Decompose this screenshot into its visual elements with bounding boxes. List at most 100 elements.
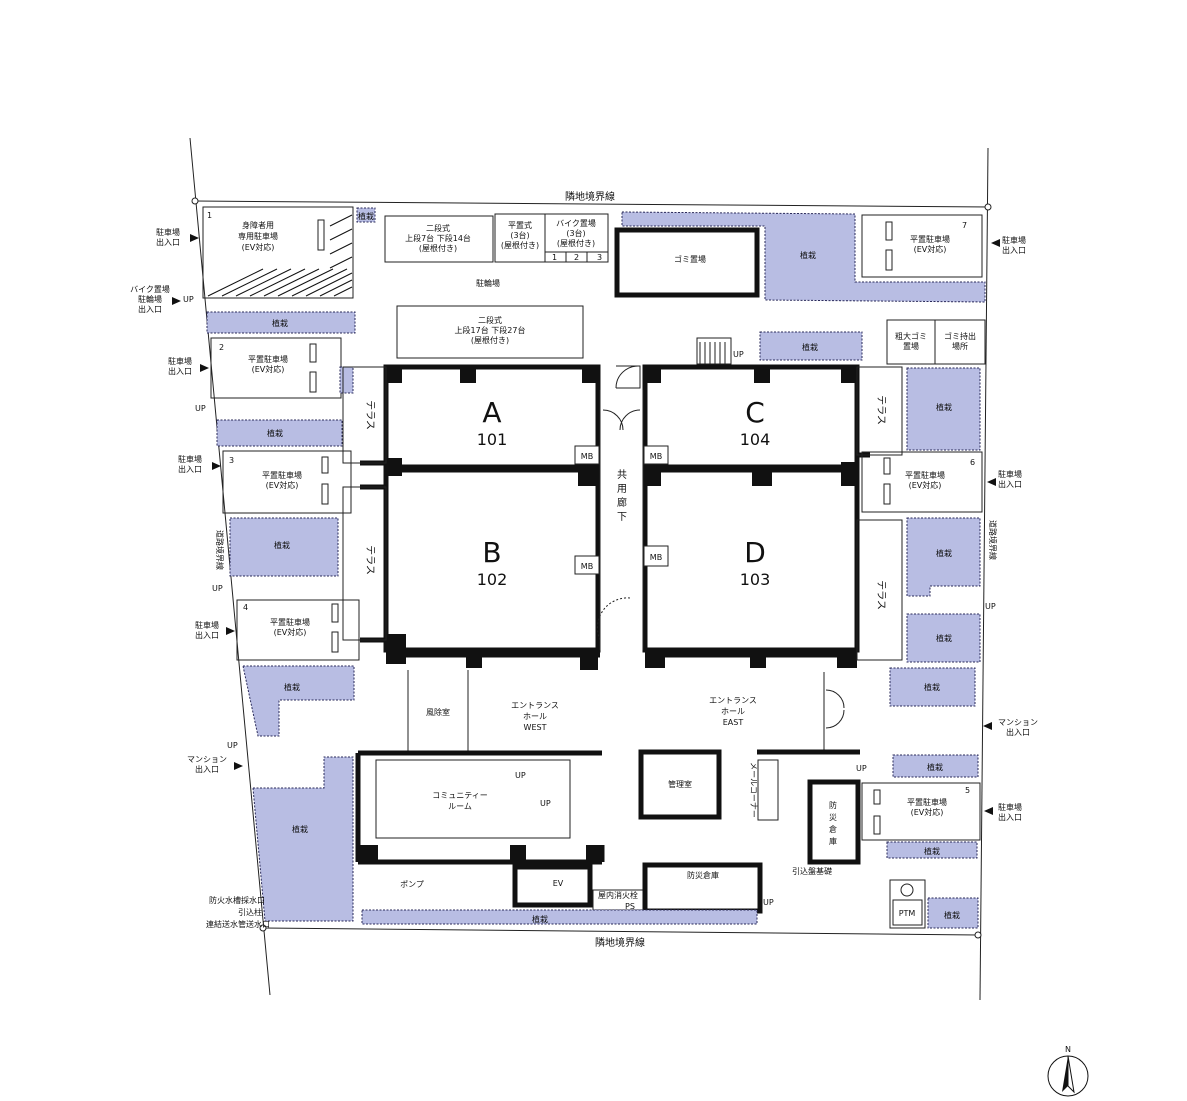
bicycle-label: 駐輪場 bbox=[476, 278, 500, 288]
left-entrances: 駐車場出入口 バイク置場駐輪場出入口 駐車場出入口 駐車場出入口 駐車場出入口 … bbox=[130, 227, 243, 774]
svg-text:植栽: 植栽 bbox=[800, 250, 816, 260]
svg-text:テラス: テラス bbox=[364, 400, 376, 430]
parking-2: 2 平置駐車場(EV対応) bbox=[210, 337, 342, 399]
parking-3: 3 平置駐車場(EV対応) bbox=[222, 450, 352, 514]
connection-pipe-label: 連結送水管送水口 bbox=[206, 919, 270, 929]
intake-base-label: 引込盤基礎 bbox=[792, 866, 832, 876]
svg-text:植栽: 植栽 bbox=[936, 548, 952, 558]
svg-text:植栽: 植栽 bbox=[292, 824, 308, 834]
two-tier-parking-top: 二段式上段7台 下段14台(屋根付き) 平置式(3台)(屋根付き) バイク置場(… bbox=[384, 213, 609, 263]
two-tier-parking-2: 二段式上段17台 下段27台(屋根付き) bbox=[396, 305, 584, 359]
planting-right-7 bbox=[927, 897, 979, 929]
svg-text:植栽: 植栽 bbox=[924, 846, 940, 856]
svg-text:災: 災 bbox=[829, 813, 837, 822]
svg-text:MB: MB bbox=[650, 452, 662, 461]
svg-text:バイク置場(3台)(屋根付き): バイク置場(3台)(屋根付き) bbox=[556, 218, 596, 248]
mail-corner: メールコーナー UP bbox=[749, 759, 867, 821]
north-arrow-icon: N bbox=[1047, 1045, 1089, 1097]
svg-text:MB: MB bbox=[581, 452, 593, 461]
svg-text:倉: 倉 bbox=[829, 824, 837, 834]
svg-text:平置駐車場(EV対応): 平置駐車場(EV対応) bbox=[910, 234, 950, 254]
svg-text:用: 用 bbox=[617, 484, 627, 495]
svg-text:二段式上段7台 下段14台(屋根付き): 二段式上段7台 下段14台(屋根付き) bbox=[405, 223, 471, 253]
svg-text:平置駐車場(EV対応): 平置駐車場(EV対応) bbox=[907, 797, 947, 817]
svg-text:庫: 庫 bbox=[829, 836, 837, 846]
bulky-garbage: 粗大ゴミ置場 ゴミ持出場所 bbox=[886, 319, 986, 365]
boundary-bottom-label: 隣地境界線 bbox=[595, 936, 645, 949]
svg-text:UP: UP bbox=[515, 771, 526, 780]
svg-text:駐車場出入口: 駐車場出入口 bbox=[1002, 235, 1026, 255]
svg-text:メールコーナー: メールコーナー bbox=[749, 762, 758, 818]
planting-right-5 bbox=[892, 754, 979, 778]
mb-boxes: MB MB MB MB bbox=[574, 445, 669, 575]
planting-right-2 bbox=[906, 517, 981, 597]
svg-text:植栽: 植栽 bbox=[927, 762, 943, 772]
unit-a-letter: A bbox=[482, 396, 501, 429]
svg-text:バイク置場駐輪場出入口: バイク置場駐輪場出入口 bbox=[130, 284, 170, 314]
svg-text:植栽: 植栽 bbox=[267, 428, 283, 438]
svg-text:粗大ゴミ置場: 粗大ゴミ置場 bbox=[895, 331, 927, 351]
svg-text:駐車場出入口: 駐車場出入口 bbox=[998, 802, 1022, 822]
planting-right-4 bbox=[889, 667, 976, 707]
planting-left-big bbox=[252, 756, 354, 922]
svg-text:二段式上段17台 下段27台(屋根付き): 二段式上段17台 下段27台(屋根付き) bbox=[455, 315, 526, 345]
svg-text:PTM: PTM bbox=[899, 909, 916, 918]
svg-text:植栽: 植栽 bbox=[924, 682, 940, 692]
parking-6: 6 平置駐車場(EV対応) bbox=[861, 451, 983, 513]
svg-text:UP: UP bbox=[763, 898, 774, 907]
planting-left-1 bbox=[206, 311, 356, 334]
svg-text:ポンプ: ポンプ bbox=[400, 880, 424, 889]
planting-right-6 bbox=[886, 841, 978, 859]
columns bbox=[386, 367, 857, 670]
svg-text:管理室: 管理室 bbox=[668, 779, 692, 789]
planting-small bbox=[356, 207, 376, 223]
svg-text:共: 共 bbox=[617, 469, 627, 481]
community-room: コミュニティールーム UP UP bbox=[355, 750, 605, 865]
svg-text:身障者用専用駐車場(EV対応): 身障者用専用駐車場(EV対応) bbox=[238, 220, 278, 252]
svg-text:植栽: 植栽 bbox=[532, 914, 548, 924]
svg-text:MB: MB bbox=[581, 562, 593, 571]
road-boundary-right: 道路境界線 bbox=[988, 520, 998, 560]
unit-c-number: 104 bbox=[740, 430, 771, 449]
svg-text:UP: UP bbox=[856, 764, 867, 773]
terraces: テラス テラス テラス テラス bbox=[342, 366, 903, 661]
unit-a-number: 101 bbox=[477, 430, 508, 449]
svg-text:駐車場出入口: 駐車場出入口 bbox=[998, 469, 1022, 489]
svg-text:駐車場出入口: 駐車場出入口 bbox=[195, 620, 219, 640]
svg-text:UP: UP bbox=[733, 350, 744, 359]
svg-text:植栽: 植栽 bbox=[358, 211, 374, 221]
svg-text:植栽: 植栽 bbox=[284, 682, 300, 692]
parking-1-disabled: 1 身障者用専用駐車場(EV対応) bbox=[202, 206, 354, 299]
svg-text:1: 1 bbox=[552, 253, 557, 262]
unit-d-letter: D bbox=[744, 536, 766, 569]
svg-text:4: 4 bbox=[243, 603, 248, 612]
garbage-room: ゴミ置場 bbox=[614, 227, 760, 298]
boundary-top-label: 隣地境界線 bbox=[565, 190, 615, 203]
parking-7: 7 平置駐車場(EV対応) bbox=[861, 214, 983, 278]
planting-right-1 bbox=[906, 367, 981, 451]
svg-text:EV: EV bbox=[553, 879, 564, 888]
svg-text:MB: MB bbox=[650, 553, 662, 562]
planting-bottom bbox=[361, 909, 758, 925]
planting-left-3 bbox=[229, 517, 339, 577]
svg-text:7: 7 bbox=[962, 221, 967, 230]
planting-left-4 bbox=[242, 665, 355, 737]
svg-text:コミュニティールーム: コミュニティールーム bbox=[432, 791, 488, 811]
water-tank-label: 防火水槽採水口 bbox=[209, 895, 265, 905]
planting-small-2 bbox=[339, 366, 354, 394]
svg-text:テラス: テラス bbox=[364, 545, 376, 575]
svg-text:2: 2 bbox=[219, 343, 224, 352]
svg-text:屋内消火栓: 屋内消火栓 bbox=[598, 890, 638, 900]
ptm: PTM bbox=[889, 879, 926, 929]
unit-c-letter: C bbox=[745, 396, 765, 429]
common-corridor: 共 用 廊 下 bbox=[596, 365, 644, 650]
svg-text:テラス: テラス bbox=[875, 395, 887, 425]
svg-text:駐車場出入口: 駐車場出入口 bbox=[178, 454, 202, 474]
parking-number: 1 bbox=[207, 211, 212, 220]
svg-text:平置駐車場(EV対応): 平置駐車場(EV対応) bbox=[262, 470, 302, 490]
svg-text:UP: UP bbox=[985, 602, 996, 611]
stairs-top: UP bbox=[696, 337, 744, 365]
parking-5: 5 平置駐車場(EV対応) bbox=[861, 782, 981, 841]
